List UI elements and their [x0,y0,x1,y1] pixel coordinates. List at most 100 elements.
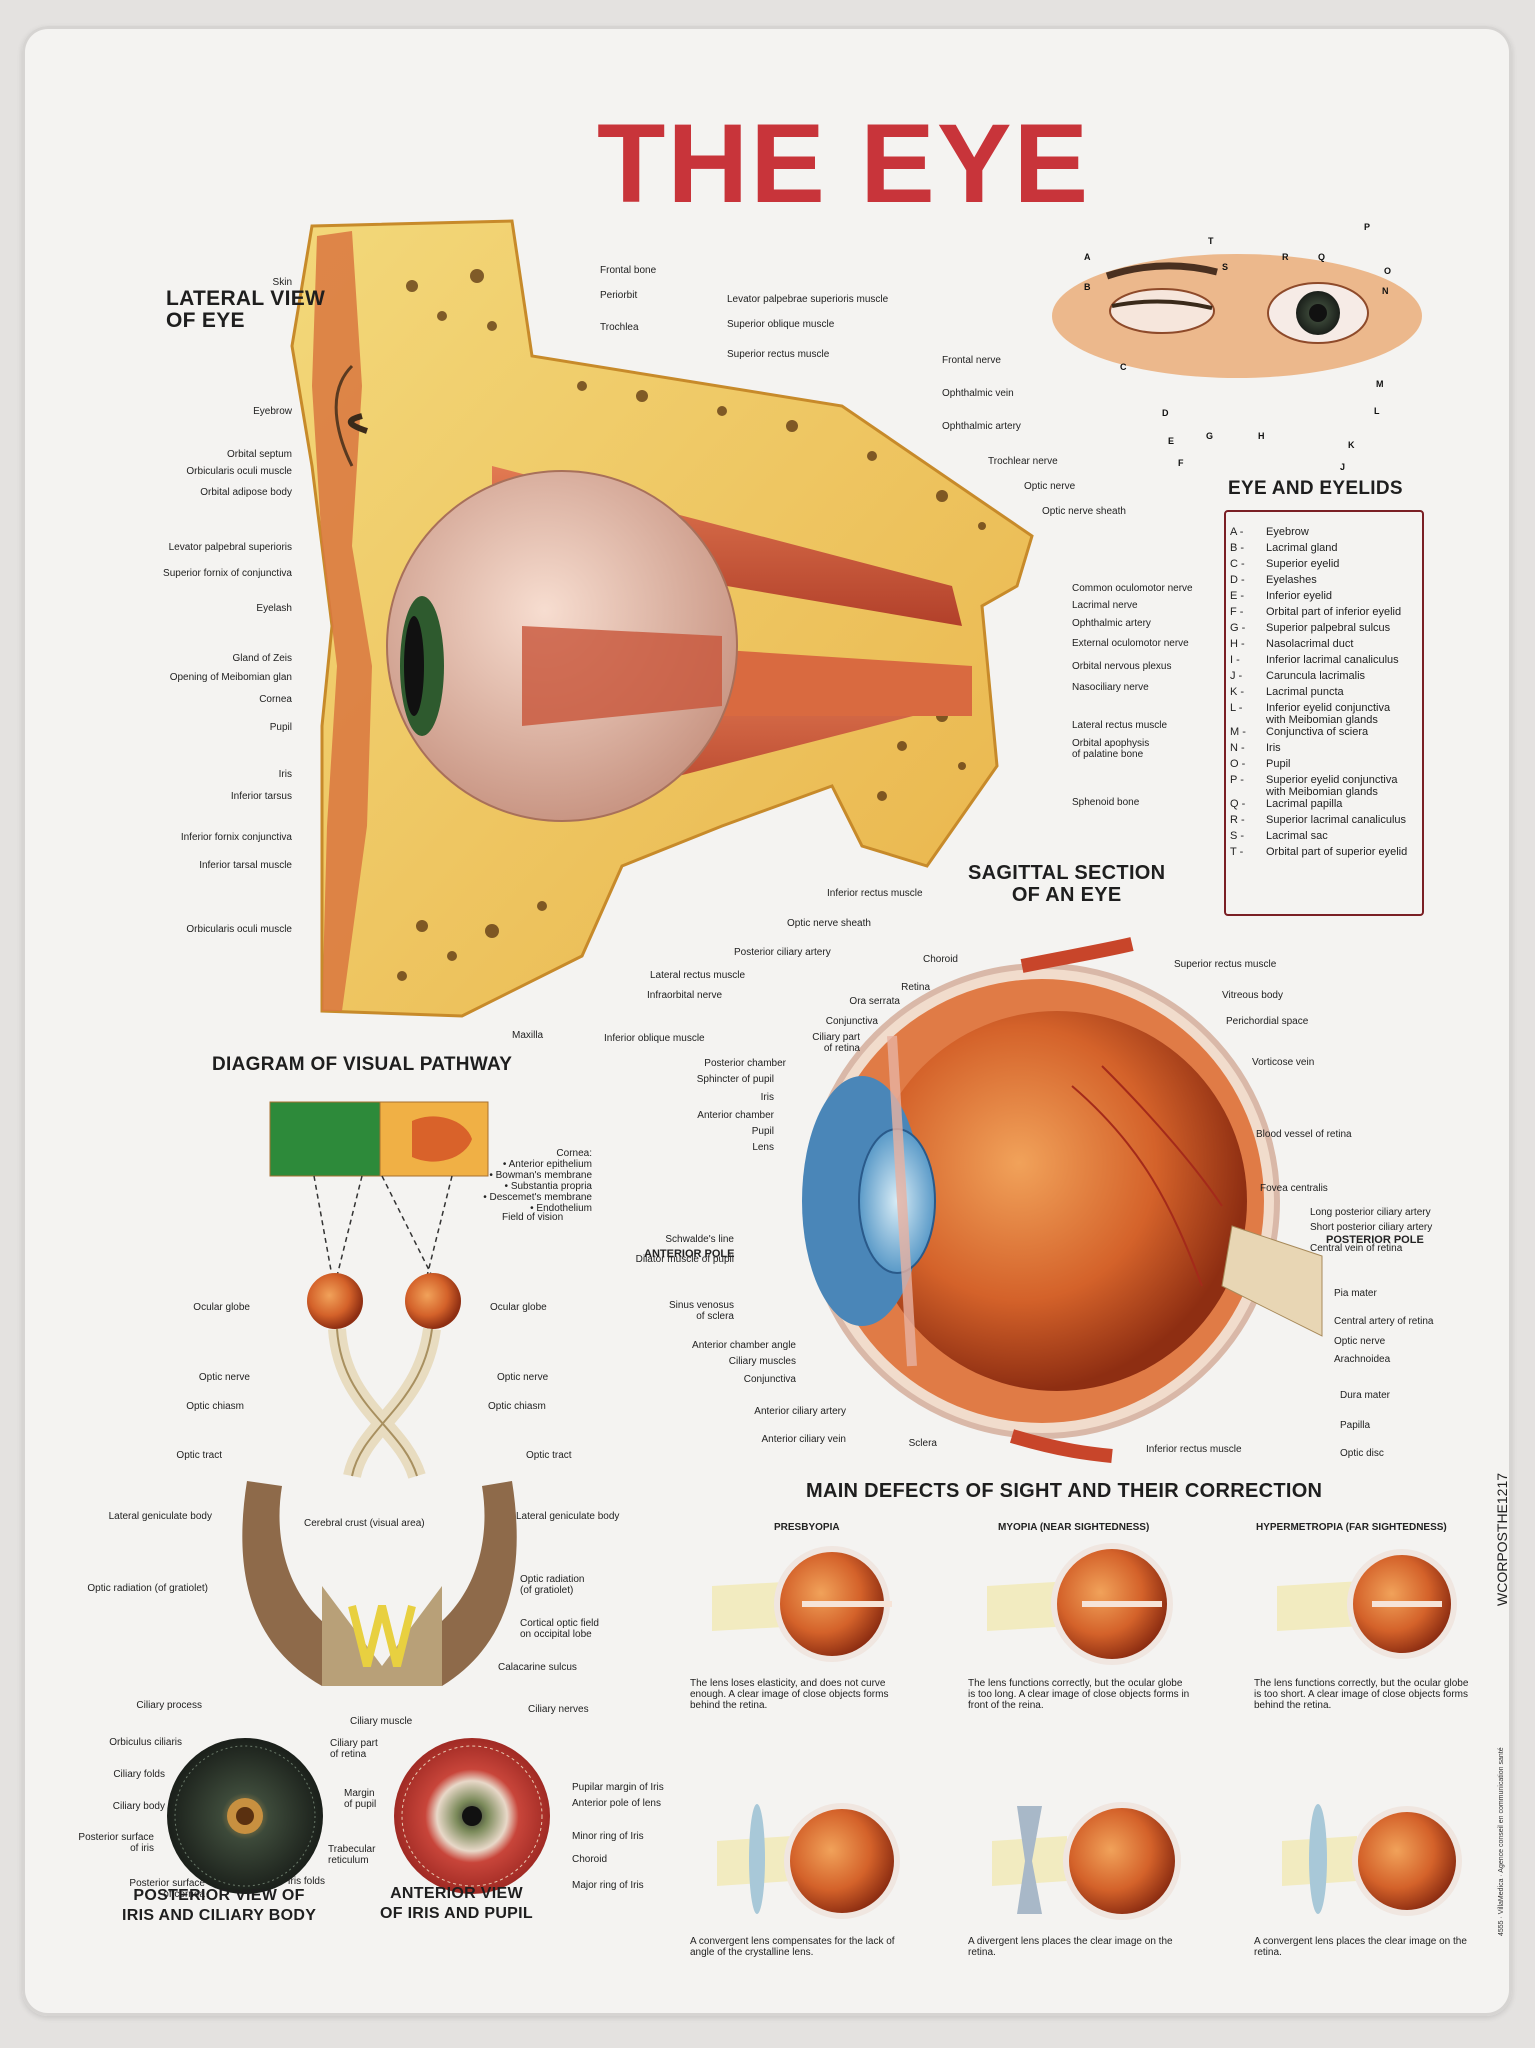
iris-label: Anterior pole of lens [572,1798,661,1809]
iris-label: Orbiculus ciliaris [109,1737,182,1748]
pathway-label: Cortical optic field on occipital lobe [520,1618,599,1640]
legend-row: F -Orbital part of inferior eyelid [1230,606,1418,618]
legend-value: Superior lacrimal canaliculus [1266,814,1407,826]
eyelid-letter: P [1364,222,1371,232]
sagittal-label: Anterior chamber angle [692,1340,796,1351]
lateral-label: Eyelash [256,603,292,614]
sagittal-label: Retina [901,982,930,993]
legend-key: E - [1230,590,1245,602]
lateral-label: Superior oblique muscle [727,319,835,330]
eyelid-letter: M [1376,379,1384,389]
sagittal-label: Anterior chamber [697,1110,774,1121]
defect-description: The lens loses elasticity, and does not … [690,1678,889,1711]
legend-row: H - Nasolacrimal duct [1230,638,1418,650]
sagittal-art [802,937,1323,1463]
legend-value: Conjunctiva of sciera [1266,726,1369,738]
eyelid-letter: T [1208,236,1214,246]
anterior-iris-heading: ANTERIOR VIEW OF IRIS AND PUPIL [380,1885,533,1922]
sagittal-label: Arachnoidea [1334,1354,1391,1365]
iris-label: Iris folds [287,1876,325,1887]
sagittal-label: Lens [752,1142,774,1153]
lateral-label: Cornea [259,694,292,705]
lateral-label: Infraorbital nerve [647,990,723,1001]
sagittal-label: Pia mater [1334,1288,1377,1299]
iris-label: Ciliary body [112,1801,165,1812]
eyelid-letter: E [1168,436,1175,446]
lateral-label: Sphenoid bone [1072,797,1140,808]
eyelid-letter: A [1084,252,1091,262]
lateral-label: Ophthalmic vein [942,388,1014,399]
legend-key: M - [1230,726,1246,738]
lateral-label: Lateral rectus muscle [1072,720,1168,731]
legend-row: T -Orbital part of superior eyelid [1230,846,1418,858]
iris-label: Ciliary muscle [350,1716,413,1727]
lateral-label: Nasociliary nerve [1072,682,1149,693]
eyelid-letter: R [1282,252,1289,262]
sagittal-label: Sinus venosus of sclera [668,1300,734,1322]
lateral-label: Inferior tarsal muscle [199,860,292,871]
legend-key: O - [1230,758,1246,770]
eyelid-letter: O [1384,266,1392,276]
lateral-label: Inferior oblique muscle [604,1033,705,1044]
eyelid-letter: G [1206,431,1214,441]
lateral-view-art [290,219,1034,1018]
lateral-label: Lacrimal nerve [1072,600,1138,611]
legend-row: J -Caruncula lacrimalis [1230,670,1418,682]
iris-label: Posterior surface of cornea [129,1878,205,1900]
defect-correction: A convergent lens places the clear image… [1254,1936,1467,1958]
sagittal-label: Ciliary part of retina [812,1032,860,1054]
sagittal-label: Anterior ciliary artery [754,1406,846,1417]
legend-row: O - Pupil [1230,758,1418,770]
pathway-label: Optic radiation (of gratiolet) [520,1574,585,1596]
illustration-layer [167,219,1462,1920]
defect-description: The lens functions correctly, but the oc… [968,1678,1190,1711]
legend-value: Lacrimal sac [1266,830,1328,842]
iris-label: Trabecular reticulum [328,1844,376,1866]
sagittal-label: Perichordial space [1226,1016,1309,1027]
legend-key: L - [1230,702,1243,714]
eyelid-letter: J [1340,462,1346,472]
legend-value: Superior eyelid conjunctiva with Meibomi… [1266,774,1398,798]
legend-row: D -Eyelashes [1230,574,1418,586]
sagittal-label: Fovea centralis [1260,1183,1328,1194]
defects-heading: MAIN DEFECTS OF SIGHT AND THEIR CORRECTI… [806,1480,1323,1502]
pathway-heading: DIAGRAM OF VISUAL PATHWAY [212,1054,513,1075]
pathway-label: Lateral geniculate body [108,1511,212,1522]
eyelid-letter: F [1178,458,1184,468]
legend-key: H - [1230,638,1245,650]
sagittal-label: Long posterior ciliary artery [1310,1207,1431,1218]
lateral-label: Superior fornix of conjunctiva [163,568,292,579]
legend-value: Pupil [1266,758,1291,770]
legend-value: Superior eyelid [1266,558,1340,570]
legend-value: Lacrimal gland [1266,542,1338,554]
defect-correction: A divergent lens places the clear image … [968,1936,1173,1958]
eyelid-letter: S [1222,262,1229,272]
posterior-pole-label: POSTERIOR POLE [1326,1234,1424,1246]
iris-label: Major ring of Iris [572,1880,644,1891]
eyelid-letter: H [1258,431,1265,441]
lateral-label: Gland of Zeis [232,653,292,664]
legend-value: Nasolacrimal duct [1266,638,1354,650]
eyelid-letter: B [1084,282,1091,292]
eyelids-heading: EYE AND EYELIDS [1228,478,1403,499]
legend-row: N -Iris [1230,742,1418,754]
legend-value: Lacrimal papilla [1266,798,1343,810]
field-of-vision-label: Field of vision [502,1212,564,1223]
lateral-label: External oculomotor nerve [1072,638,1189,649]
iris-label: Margin of pupil [344,1788,377,1810]
poster-code: WCORPOSTHE1217 [1494,1472,1510,1606]
sagittal-label: Ora serrata [849,996,900,1007]
legend-value: Lacrimal puncta [1266,686,1344,698]
pathway-label: Optic chiasm [488,1401,546,1412]
sagittal-label: Central artery of retina [1334,1316,1434,1327]
poster-footer: 4555 · VillaMedica · Agence conseil en c… [1498,1747,1505,1936]
lateral-label: Orbital nervous plexus [1072,661,1172,672]
iris-label: Ciliary folds [113,1769,165,1780]
lateral-label: Trochlear nerve [988,456,1058,467]
lateral-label: Common oculomotor nerve [1072,583,1193,594]
pathway-label: Optic tract [526,1450,572,1461]
sagittal-label: Inferior rectus muscle [1146,1444,1242,1455]
sagittal-label: Superior rectus muscle [1174,959,1277,970]
